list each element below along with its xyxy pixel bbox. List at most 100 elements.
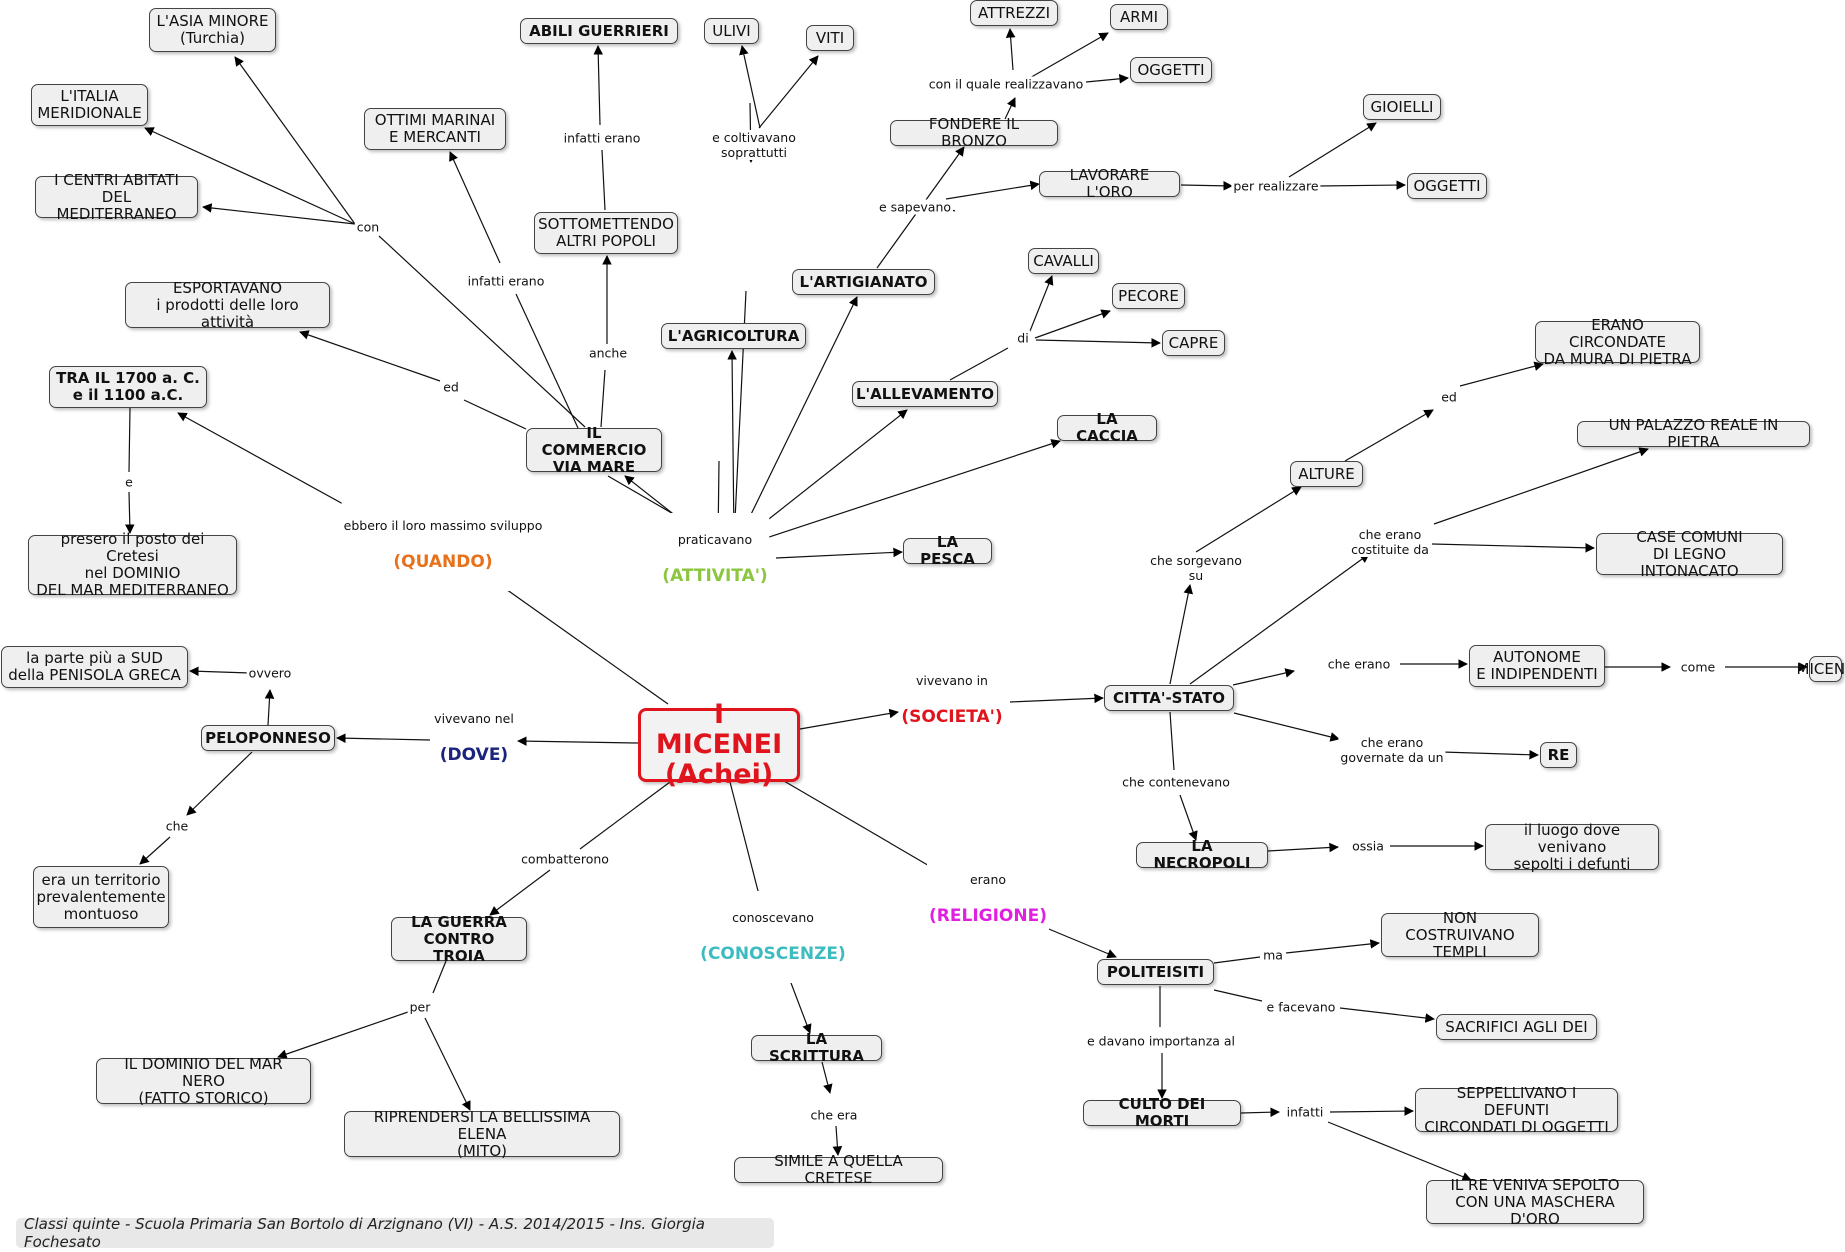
node-simile-cretese[interactable]: SIMILE A QUELLA CRETESE — [734, 1153, 943, 1187]
connector-line — [1027, 275, 1054, 337]
node-politeisti[interactable]: POLITEISITI — [1097, 959, 1214, 985]
connector-line — [739, 45, 761, 129]
node-sottomettendo[interactable]: SOTTOMETTENDO ALTRI POPOLI — [534, 212, 678, 254]
connector-line — [1288, 122, 1377, 178]
connector-line — [234, 56, 356, 225]
link-label-ossia: ossia — [1350, 838, 1386, 854]
node-attrezzi[interactable]: ATTREZZI — [970, 0, 1058, 26]
link-label-che-era: che era — [808, 1107, 860, 1123]
link-label-infatti-erano-guerrieri: infatti erano — [561, 130, 643, 146]
node-ulivi[interactable]: ULIVI — [704, 18, 759, 44]
node-parte-sud[interactable]: la parte più a SUD della PENISOLA GRECA — [1, 646, 188, 688]
connector-line — [727, 350, 737, 542]
node-mura-pietra[interactable]: ERANO CIRCONDATE DA MURA DI PIETRA — [1535, 316, 1700, 367]
node-periodo[interactable]: TRA IL 1700 a. C. e il 1100 a.C. — [49, 366, 207, 408]
link-label-infatti: infatti — [1284, 1104, 1326, 1120]
link-label-coltivavano: e coltivavano soprattutti — [710, 130, 798, 160]
category-societa-phrase: vivevano in — [916, 673, 988, 688]
connector-line — [378, 235, 586, 428]
node-allevamento[interactable]: L'ALLEVAMENTO — [852, 381, 998, 407]
node-mar-nero[interactable]: IL DOMINIO DEL MAR NERO (FATTO STORICO) — [96, 1055, 311, 1106]
central-node-micenei[interactable]: I MICENEI (Achei) — [638, 700, 800, 790]
category-attivita: praticavano (ATTIVITA') — [660, 513, 770, 605]
connector-line — [1240, 1107, 1280, 1118]
connector-line — [1459, 361, 1544, 387]
category-conoscenze: conoscevano (CONOSCENZE) — [698, 891, 848, 983]
node-seppellivano[interactable]: SEPPELLIVANO I DEFUNTI CIRCONDATI DI OGG… — [1415, 1084, 1618, 1135]
connector-line — [799, 708, 899, 730]
connector-line — [1441, 749, 1539, 760]
connector-line — [821, 1061, 833, 1094]
link-label-sorgevano: che sorgevano su — [1148, 553, 1244, 583]
category-conoscenze-phrase: conoscevano — [732, 910, 814, 925]
node-autonome[interactable]: AUTONOME E INDIPENDENTI — [1469, 645, 1605, 687]
node-guerra-troia[interactable]: LA GUERRA CONTRO TROIA — [391, 913, 527, 964]
node-elena[interactable]: RIPRENDERSI LA BELLISSIMA ELENA (MITO) — [344, 1108, 620, 1159]
link-label-ed-mura: ed — [1439, 389, 1459, 405]
link-label-ma: ma — [1261, 947, 1285, 963]
node-oggetti-oro[interactable]: OGGETTI — [1407, 173, 1487, 199]
connector-line — [1213, 989, 1263, 1002]
node-abili-guerrieri[interactable]: ABILI GUERRIERI — [520, 18, 678, 44]
node-luogo-defunti[interactable]: il luogo dove venivano sepolti i defunti — [1485, 821, 1659, 872]
node-oggetti-bronzo[interactable]: OGGETTI — [1130, 57, 1212, 83]
connector-line — [264, 689, 275, 726]
node-caccia[interactable]: LA CACCIA — [1057, 411, 1157, 445]
node-italia-meridionale[interactable]: L'ITALIA MERIDIONALE — [31, 84, 148, 126]
connector-line — [463, 399, 527, 430]
connector-line — [1431, 542, 1595, 553]
category-quando: ebbero il loro massimo sviluppo (QUANDO) — [341, 499, 545, 591]
connector-line — [1329, 1106, 1414, 1116]
node-artigianato[interactable]: L'ARTIGIANATO — [792, 269, 935, 295]
node-gioielli[interactable]: GIOIELLI — [1363, 94, 1441, 120]
node-pesca[interactable]: LA PESCA — [903, 534, 992, 568]
category-conoscenze-title: (CONOSCENZE) — [700, 944, 846, 964]
node-maschera-oro[interactable]: IL RE VENIVA SEPOLTO CON UNA MASCHERA D'… — [1426, 1176, 1644, 1227]
node-re[interactable]: RE — [1540, 742, 1577, 768]
node-fondere-bronzo[interactable]: FONDERE IL BRONZO — [890, 116, 1058, 150]
connector-line — [186, 751, 253, 816]
category-attivita-title: (ATTIVITA') — [662, 566, 768, 586]
node-armi[interactable]: ARMI — [1110, 4, 1168, 30]
node-sacrifici[interactable]: SACRIFICI AGLI DEI — [1436, 1014, 1597, 1040]
category-religione-phrase: erano — [969, 872, 1007, 887]
node-esportavano[interactable]: ESPORTAVANO i prodotti delle loro attivi… — [125, 279, 330, 330]
node-agricoltura[interactable]: L'AGRICOLTURA — [661, 323, 806, 349]
link-label-ovvero: ovvero — [246, 665, 294, 681]
connector-line — [128, 407, 131, 473]
node-case-comuni[interactable]: CASE COMUNI DI LEGNO INTONACATO — [1596, 528, 1783, 579]
node-necropoli[interactable]: LA NECROPOLI — [1136, 838, 1268, 872]
connector-line — [1267, 842, 1339, 853]
node-peloponneso[interactable]: PELOPONNESO — [201, 725, 335, 751]
node-presero-posto-cretesi[interactable]: presero il posto dei Cretesi nel DOMINIO… — [28, 531, 237, 599]
node-commercio-via-mare[interactable]: IL COMMERCIO VIA MARE — [526, 424, 662, 475]
category-religione-title: (RELIGIONE) — [929, 906, 1047, 926]
category-dove-title: (DOVE) — [439, 745, 509, 765]
connector-line — [1035, 337, 1161, 348]
link-label-ed: ed — [441, 379, 461, 395]
node-lavorare-oro[interactable]: LAVORARE L'ORO — [1039, 167, 1180, 201]
node-micene[interactable]: MICENE — [1797, 656, 1845, 682]
node-palazzo-reale[interactable]: UN PALAZZO REALE IN PIETRA — [1577, 417, 1810, 451]
node-ottimi-marinai[interactable]: OTTIMI MARINAI E MERCANTI — [364, 108, 506, 150]
node-citta-stato[interactable]: CITTA'-STATO — [1104, 685, 1234, 711]
node-viti[interactable]: VITI — [806, 25, 854, 51]
node-alture[interactable]: ALTURE — [1290, 461, 1363, 487]
connector-line — [832, 1125, 843, 1156]
link-label-per: per — [407, 999, 433, 1015]
node-capre[interactable]: CAPRE — [1162, 330, 1225, 356]
node-asia-minore[interactable]: L'ASIA MINORE (Turchia) — [149, 8, 276, 52]
node-pecore[interactable]: PECORE — [1112, 283, 1185, 309]
node-territorio-montuoso[interactable]: era un territorio prevalentemente montuo… — [33, 866, 169, 928]
node-centri-abitati[interactable]: I CENTRI ABITATI DEL MEDITERRANEO — [35, 171, 198, 222]
node-culto-morti[interactable]: CULTO DEI MORTI — [1083, 1096, 1241, 1130]
node-non-templi[interactable]: NON COSTRUIVANO TEMPLI — [1381, 909, 1539, 960]
node-scrittura[interactable]: LA SCRITTURA — [751, 1031, 882, 1065]
connector-line — [758, 55, 819, 129]
connector-line — [517, 736, 639, 746]
link-label-importanza: e davano importanza al — [1084, 1033, 1238, 1049]
node-cavalli[interactable]: CAVALLI — [1028, 248, 1099, 274]
connector-line — [449, 151, 501, 264]
